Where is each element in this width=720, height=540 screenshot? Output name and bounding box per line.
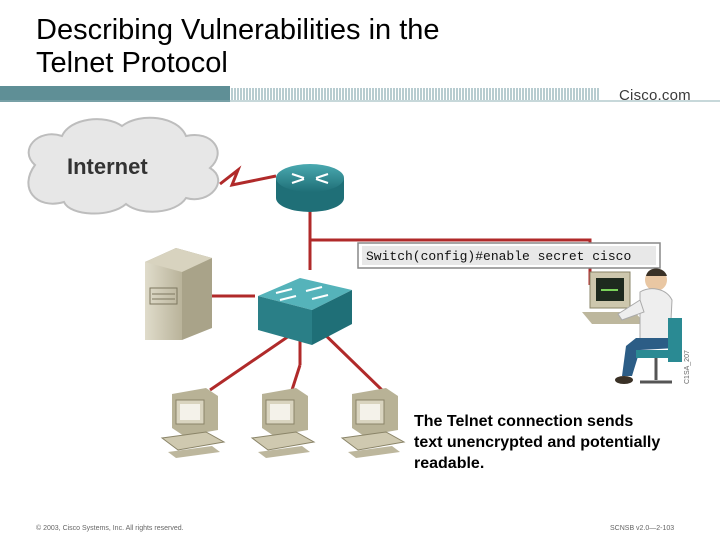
figure-id: C1SA_207 — [684, 350, 691, 384]
command-text: Switch(config)#enable secret cisco — [366, 249, 631, 264]
pc-icon — [340, 388, 406, 458]
pc-icon — [160, 388, 226, 458]
network-links — [209, 165, 592, 392]
pc-icons — [160, 388, 406, 458]
internet-cloud: Internet — [27, 116, 219, 215]
slide-title: Describing Vulnerabilities in the Telnet… — [36, 14, 440, 80]
title-line-1: Describing Vulnerabilities in the — [36, 14, 440, 46]
command-box: Switch(config)#enable secret cisco — [357, 242, 661, 269]
footer-course: SCNSB v2.0—2-103 — [610, 525, 675, 532]
caption-line-2: text unencrypted and potentially — [414, 434, 661, 451]
wan-link — [219, 165, 277, 188]
caption-line-3: readable. — [414, 455, 485, 472]
router-icon — [276, 164, 344, 212]
title-line-2: Telnet Protocol — [36, 47, 228, 79]
switch-icon — [258, 278, 352, 345]
server-icon — [145, 248, 212, 340]
cisco-brand: Cisco.com — [619, 87, 691, 104]
admin-user-icon — [582, 268, 682, 384]
pc-icon — [250, 388, 316, 458]
header-band — [0, 86, 720, 102]
footer-copyright: © 2003, Cisco Systems, Inc. All rights r… — [36, 525, 184, 532]
internet-label: Internet — [67, 154, 148, 179]
caption: The Telnet connection sends text unencry… — [414, 411, 714, 474]
caption-line-1: The Telnet connection sends — [414, 413, 634, 430]
